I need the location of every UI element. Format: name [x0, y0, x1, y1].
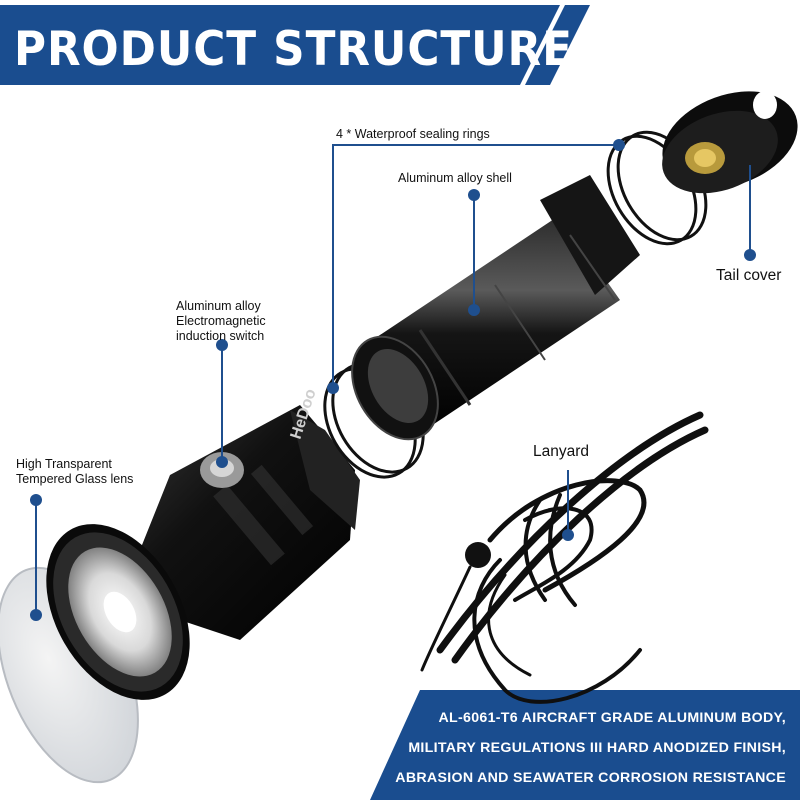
label-lens-line-1: High Transparent	[16, 457, 112, 471]
label-switch-line-2: Electromagnetic	[176, 314, 266, 328]
callout-lines	[35, 144, 751, 615]
label-tail-cover: Tail cover	[716, 267, 782, 284]
feature-line-3: ABRASION AND SEAWATER CORROSION RESISTAN…	[395, 770, 786, 786]
aluminum-shell	[351, 175, 640, 441]
flashlight-head	[46, 405, 360, 700]
tail-cover	[662, 91, 798, 194]
feature-line-1: AL-6061-T6 AIRCRAFT GRADE ALUMINUM BODY,	[438, 710, 786, 726]
page-title: PRODUCT STRUCTURE	[14, 22, 573, 77]
title-banner	[0, 5, 590, 85]
callout-dots	[30, 139, 756, 621]
label-sealing-rings: 4 * Waterproof sealing rings	[336, 127, 490, 141]
label-aluminum-shell: Aluminum alloy shell	[398, 171, 512, 185]
label-lanyard: Lanyard	[533, 443, 590, 460]
feature-band	[370, 690, 800, 800]
feature-line-2: MILITARY REGULATIONS III HARD ANODIZED F…	[408, 740, 786, 756]
label-lens-line-2: Tempered Glass lens	[16, 472, 134, 486]
lanyard	[420, 411, 709, 704]
label-switch-line-3: induction switch	[176, 329, 265, 343]
label-switch-line-1: Aluminum alloy	[176, 299, 261, 313]
